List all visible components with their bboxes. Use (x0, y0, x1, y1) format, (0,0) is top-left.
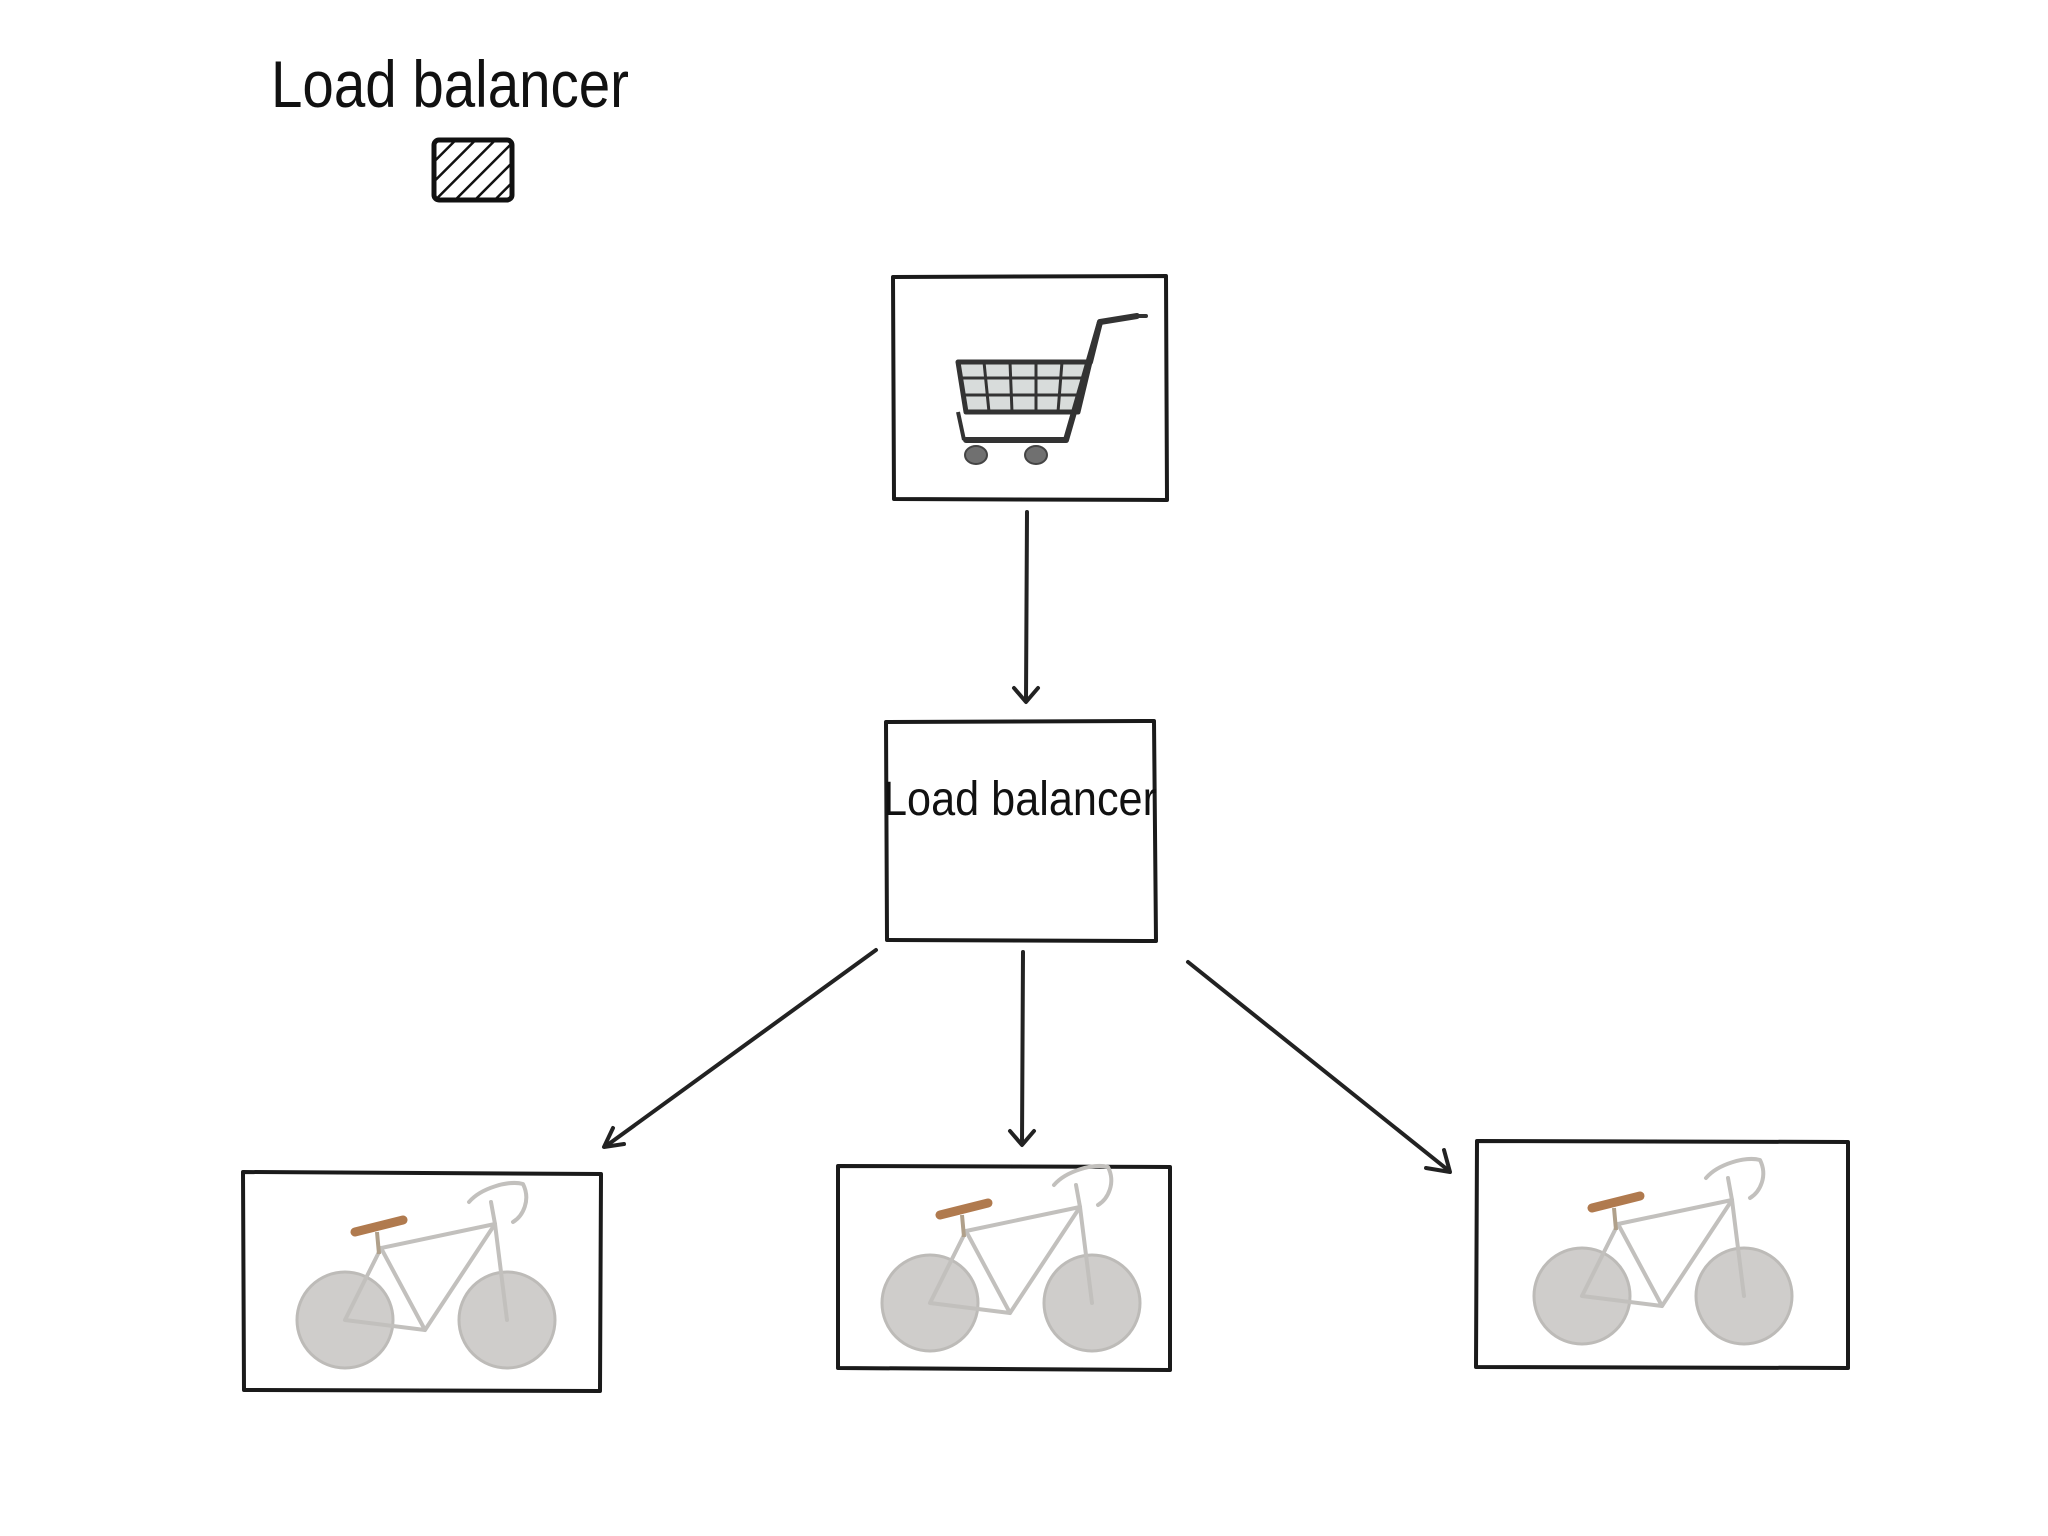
arrow-client-to-lb (1012, 510, 1040, 704)
hatched-square-icon (431, 137, 515, 203)
load-balancer-label: Load balancer (883, 773, 1157, 826)
arrow-lb-to-server-3 (1186, 960, 1452, 1174)
server-box-3[interactable] (1474, 1139, 1850, 1370)
legend-title: Load balancer (271, 47, 629, 121)
client-box[interactable] (891, 274, 1169, 502)
server-box-2[interactable] (836, 1166, 1172, 1372)
load-balancer-box[interactable]: Load balancer (883, 719, 1158, 943)
arrow-lb-to-server-2 (1008, 950, 1036, 1147)
shopping-cart-icon (955, 313, 1148, 465)
arrow-lb-to-server-1 (602, 948, 878, 1149)
server-box-1[interactable] (241, 1170, 603, 1393)
